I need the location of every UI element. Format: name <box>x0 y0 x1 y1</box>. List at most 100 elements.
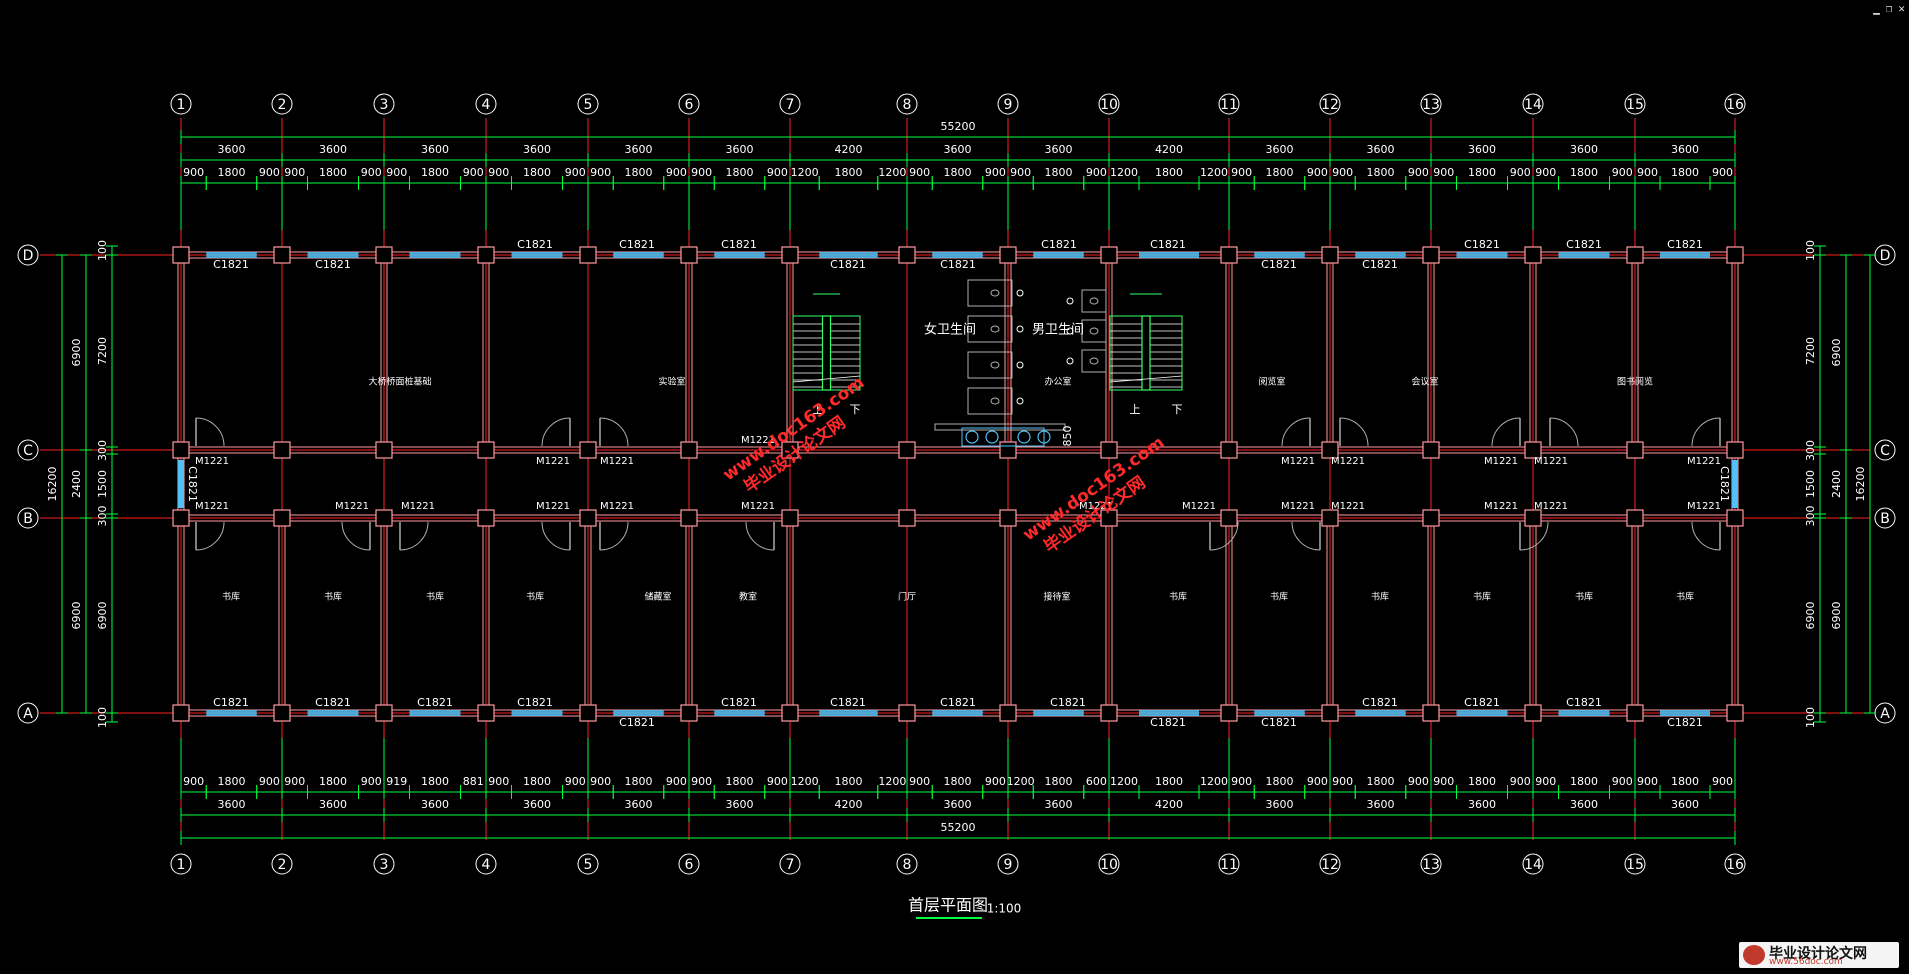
restore-button[interactable]: ❐ <box>1885 2 1893 15</box>
door-swing <box>1281 417 1311 447</box>
dim-label: 1800 <box>421 166 449 179</box>
window-opening <box>1033 710 1084 716</box>
dim-label: 3600 <box>944 143 972 156</box>
window-opening <box>1033 252 1084 258</box>
axis-letter: B <box>23 511 33 527</box>
dim-label: 1800 <box>218 166 246 179</box>
door-code: M1221 <box>195 501 229 512</box>
window-code: C1821 <box>940 696 976 709</box>
axis-bubble <box>678 93 700 115</box>
column <box>1524 441 1542 459</box>
door-swing <box>599 417 629 447</box>
window-opening <box>409 252 461 258</box>
column <box>680 441 698 459</box>
window-opening <box>1456 252 1508 258</box>
axis-bubble <box>170 93 192 115</box>
dim-label: 900 <box>361 775 382 788</box>
column <box>1100 509 1118 527</box>
dim-label: 3600 <box>1367 798 1395 811</box>
dim-label: 3600 <box>625 798 653 811</box>
window-code: C1821 <box>940 258 976 271</box>
window-opening <box>932 252 983 258</box>
room-name-bottom: 书库 <box>526 591 544 603</box>
drawing-title-scale: 1:100 <box>987 902 1022 916</box>
axis-bubble <box>779 93 801 115</box>
close-button[interactable]: ✕ <box>1898 2 1905 15</box>
window-opening <box>178 460 184 508</box>
dim-label: 900 <box>183 166 204 179</box>
axis-number: 7 <box>786 857 795 873</box>
axis-number: 3 <box>380 857 389 873</box>
column <box>172 441 190 459</box>
axis-bubble <box>678 853 700 875</box>
logo-sub-text: www.56doc.com <box>1769 957 1843 967</box>
window-code: C1821 <box>1050 696 1086 709</box>
dim-label: 900 <box>386 166 407 179</box>
axis-number: 10 <box>1100 857 1118 873</box>
window-opening <box>1660 710 1710 716</box>
window-controls: ▁ ❐ ✕ <box>1873 3 1905 14</box>
window-opening <box>1732 460 1738 508</box>
axis-bubble <box>779 853 801 875</box>
axis-bubble <box>373 853 395 875</box>
column <box>1626 509 1644 527</box>
axis-bubble <box>1420 853 1442 875</box>
axis-number: 4 <box>482 857 491 873</box>
stair-up-label: 上 <box>813 403 824 416</box>
dim-label: 6900 <box>1804 602 1817 630</box>
axis-number: 1 <box>177 857 186 873</box>
door-code: M1221 <box>1182 501 1216 512</box>
dim-label: 1800 <box>319 775 347 788</box>
dim-label: 881 <box>463 775 484 788</box>
dim-label: 900 <box>909 166 930 179</box>
stair-break-line <box>1109 375 1183 383</box>
door-swing <box>745 521 775 551</box>
dim-label: 900 <box>1231 166 1252 179</box>
dim-label: 4200 <box>1155 798 1183 811</box>
axis-number: 12 <box>1321 97 1339 113</box>
window-code: C1821 <box>417 696 453 709</box>
room-name-top: 阅览室 <box>1258 376 1285 388</box>
dim-label: 900 <box>284 775 305 788</box>
axis-number: 12 <box>1321 857 1339 873</box>
axis-bubble <box>1098 93 1120 115</box>
column <box>898 704 916 722</box>
door-swing <box>1339 417 1369 447</box>
dim-label: 2400 <box>70 470 83 498</box>
toilet-bowl-icon <box>990 397 1000 405</box>
dim-label: 1800 <box>1671 775 1699 788</box>
axis-bubble <box>1319 93 1341 115</box>
axis-bubbles: 1122334455667788991010111112121313141415… <box>17 93 1896 875</box>
window-opening <box>1456 710 1508 716</box>
window-code: C1821 <box>1150 238 1186 251</box>
dim-label: 1200 <box>1007 775 1035 788</box>
site-logo: 毕业设计论文网 www.56doc.com <box>1739 942 1899 968</box>
dim-label: 1200 <box>1200 775 1228 788</box>
dim-label: 3600 <box>1671 798 1699 811</box>
column <box>172 509 190 527</box>
dim-label: 1800 <box>1155 166 1183 179</box>
stairs: 上下上下 <box>792 293 1183 416</box>
door-code: M1221 <box>1281 501 1315 512</box>
dim-label: 900 <box>985 775 1006 788</box>
dim-label: 1800 <box>1570 166 1598 179</box>
axis-letter: B <box>1880 511 1890 527</box>
dim-label: 3600 <box>523 143 551 156</box>
dim-label: 1800 <box>218 775 246 788</box>
dim-label: 900 <box>666 775 687 788</box>
dim-label: 3600 <box>1266 798 1294 811</box>
window-opening <box>409 710 461 716</box>
door-swing <box>1491 417 1521 447</box>
window-code: C1821 <box>517 238 553 251</box>
mens-wc-label: 男卫生间 <box>1032 323 1084 338</box>
dim-label: 3600 <box>1045 143 1073 156</box>
door-code: M1221 <box>1534 501 1568 512</box>
minimize-button[interactable]: ▁ <box>1873 2 1880 15</box>
sink-icon <box>1037 430 1051 444</box>
window-opening <box>1139 710 1199 716</box>
room-names: 大桥桥面桩基础实验室办公室阅览室会议室图书阅览书库书库书库书库储藏室教室门厅接待… <box>222 376 1694 603</box>
window-code: C1821 <box>315 696 351 709</box>
sink-icon <box>965 430 979 444</box>
